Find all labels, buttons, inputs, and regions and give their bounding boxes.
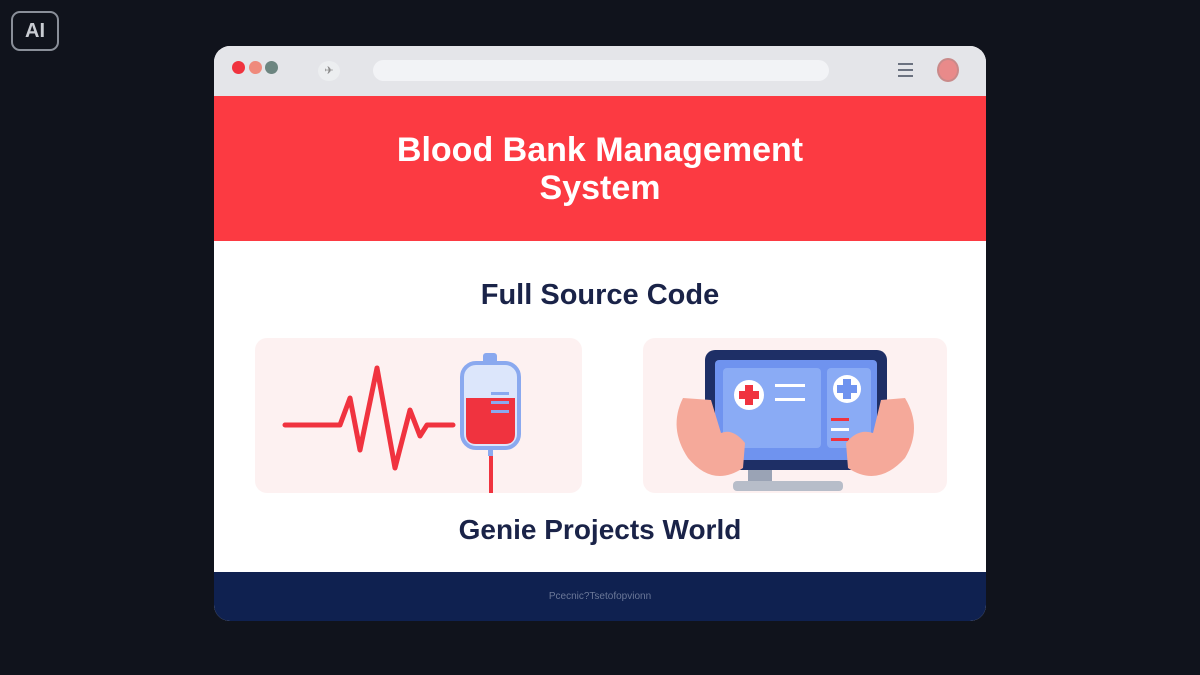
tablet-medical-card: [643, 338, 947, 493]
brand-name: Genie Projects World: [458, 514, 742, 545]
footer-text: Pcecnic?Tsetofopvionn: [548, 591, 652, 602]
hero-banner: Blood Bank Management System: [214, 96, 986, 241]
tablet-medical-icon: [676, 350, 914, 491]
avatar[interactable]: [937, 58, 959, 82]
hamburger-menu-icon[interactable]: [898, 63, 913, 81]
footer: Pcecnic?Tsetofopvionn: [214, 572, 986, 621]
heartbeat-blood-bag-card: [255, 338, 582, 493]
close-button[interactable]: [232, 61, 245, 74]
maximize-button[interactable]: [265, 61, 278, 74]
page-title: Blood Bank Management System: [396, 130, 804, 207]
favicon-icon: ✈: [318, 61, 340, 81]
browser-window: ✈ Blood Bank Management System Full Sour…: [214, 46, 986, 621]
subtitle: Full Source Code: [480, 279, 720, 311]
ai-badge: AI: [11, 11, 59, 51]
minimize-button[interactable]: [249, 61, 262, 74]
heartbeat-blood-bag-icon: [282, 353, 521, 493]
address-bar[interactable]: [373, 60, 829, 81]
browser-toolbar: ✈: [214, 46, 986, 96]
